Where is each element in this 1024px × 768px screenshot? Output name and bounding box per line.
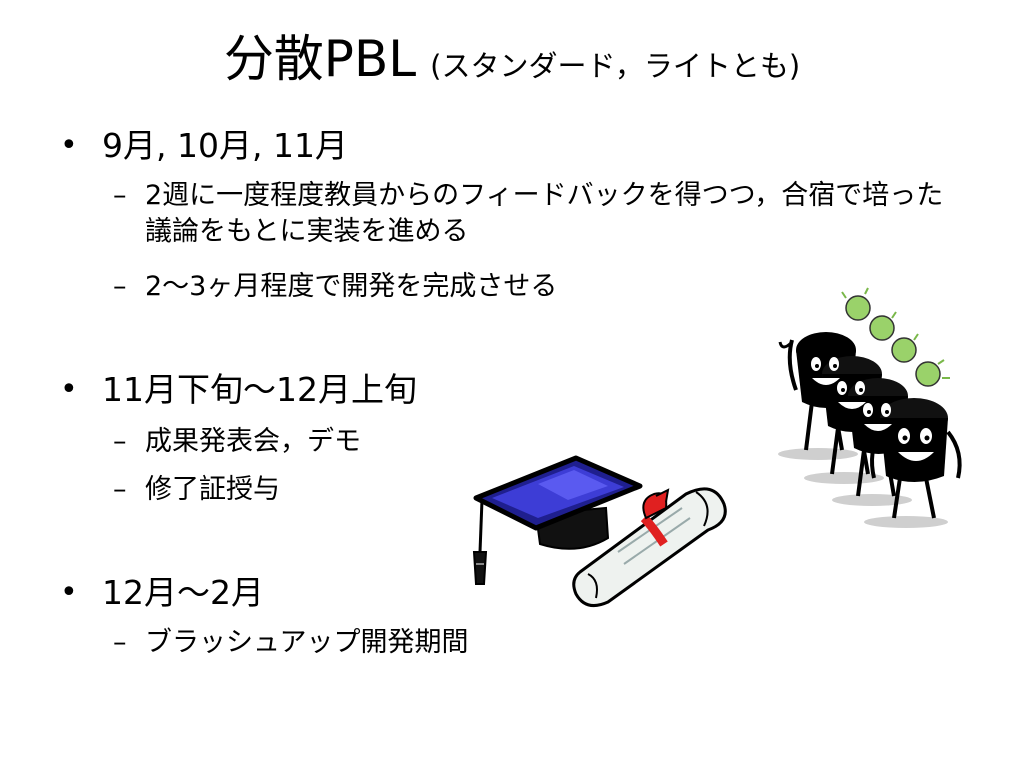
sub-bullet-dash: – <box>113 627 127 658</box>
sub-bullet-text: ブラッシュアップ開発期間 <box>145 627 469 658</box>
sub-bullet-dash: – <box>113 474 127 505</box>
sub-bullet-item: – 修了証授与 <box>113 472 945 508</box>
sub-bullet-text: 成果発表会，デモ <box>145 426 361 457</box>
title-subtitle: (スタンダード，ライトとも) <box>430 49 801 83</box>
sub-bullet-text: 修了証授与 <box>145 474 280 505</box>
bullet-dot: • <box>60 128 78 163</box>
bullet-dot: • <box>60 575 78 610</box>
sub-bullet-dash: – <box>113 180 127 211</box>
graduation-clipart <box>472 455 727 608</box>
title-main: 分散PBL <box>223 30 417 88</box>
sub-bullet-dash: – <box>113 426 127 457</box>
bullet-item: • 9月, 10月, 11月 <box>60 126 348 166</box>
diploma-scroll-icon <box>572 487 727 608</box>
sub-bullet-item: – ブラッシュアップ開発期間 <box>113 625 945 661</box>
bullet-dot: • <box>60 372 78 407</box>
bullet-item: • 11月下旬～12月上旬 <box>60 370 417 410</box>
bullet-heading: 11月下旬～12月上旬 <box>102 370 417 409</box>
sub-bullet-text: 2週に一度程度教員からのフィードバックを得つつ，合宿で培った議論をもとに実装を進… <box>145 180 944 247</box>
sub-bullet-item: – 成果発表会，デモ <box>113 424 945 460</box>
graduation-cap-icon <box>472 455 643 585</box>
sub-bullet-item: – 2週に一度程度教員からのフィードバックを得つつ，合宿で培った議論をもとに実装… <box>113 178 945 250</box>
sub-bullet-text: 2～3ヶ月程度で開発を完成させる <box>145 271 558 302</box>
bullet-item: • 12月～2月 <box>60 573 264 613</box>
sub-bullet-dash: – <box>113 271 127 302</box>
lightbulb-characters-clipart <box>778 287 962 528</box>
lightbulb-characters-icon <box>778 287 962 528</box>
bullet-heading: 12月～2月 <box>102 573 264 612</box>
slide-title: 分散PBL(スタンダード，ライトとも) <box>0 34 1024 84</box>
bullet-heading: 9月, 10月, 11月 <box>102 126 348 165</box>
sub-bullet-item: – 2～3ヶ月程度で開発を完成させる <box>113 269 945 305</box>
